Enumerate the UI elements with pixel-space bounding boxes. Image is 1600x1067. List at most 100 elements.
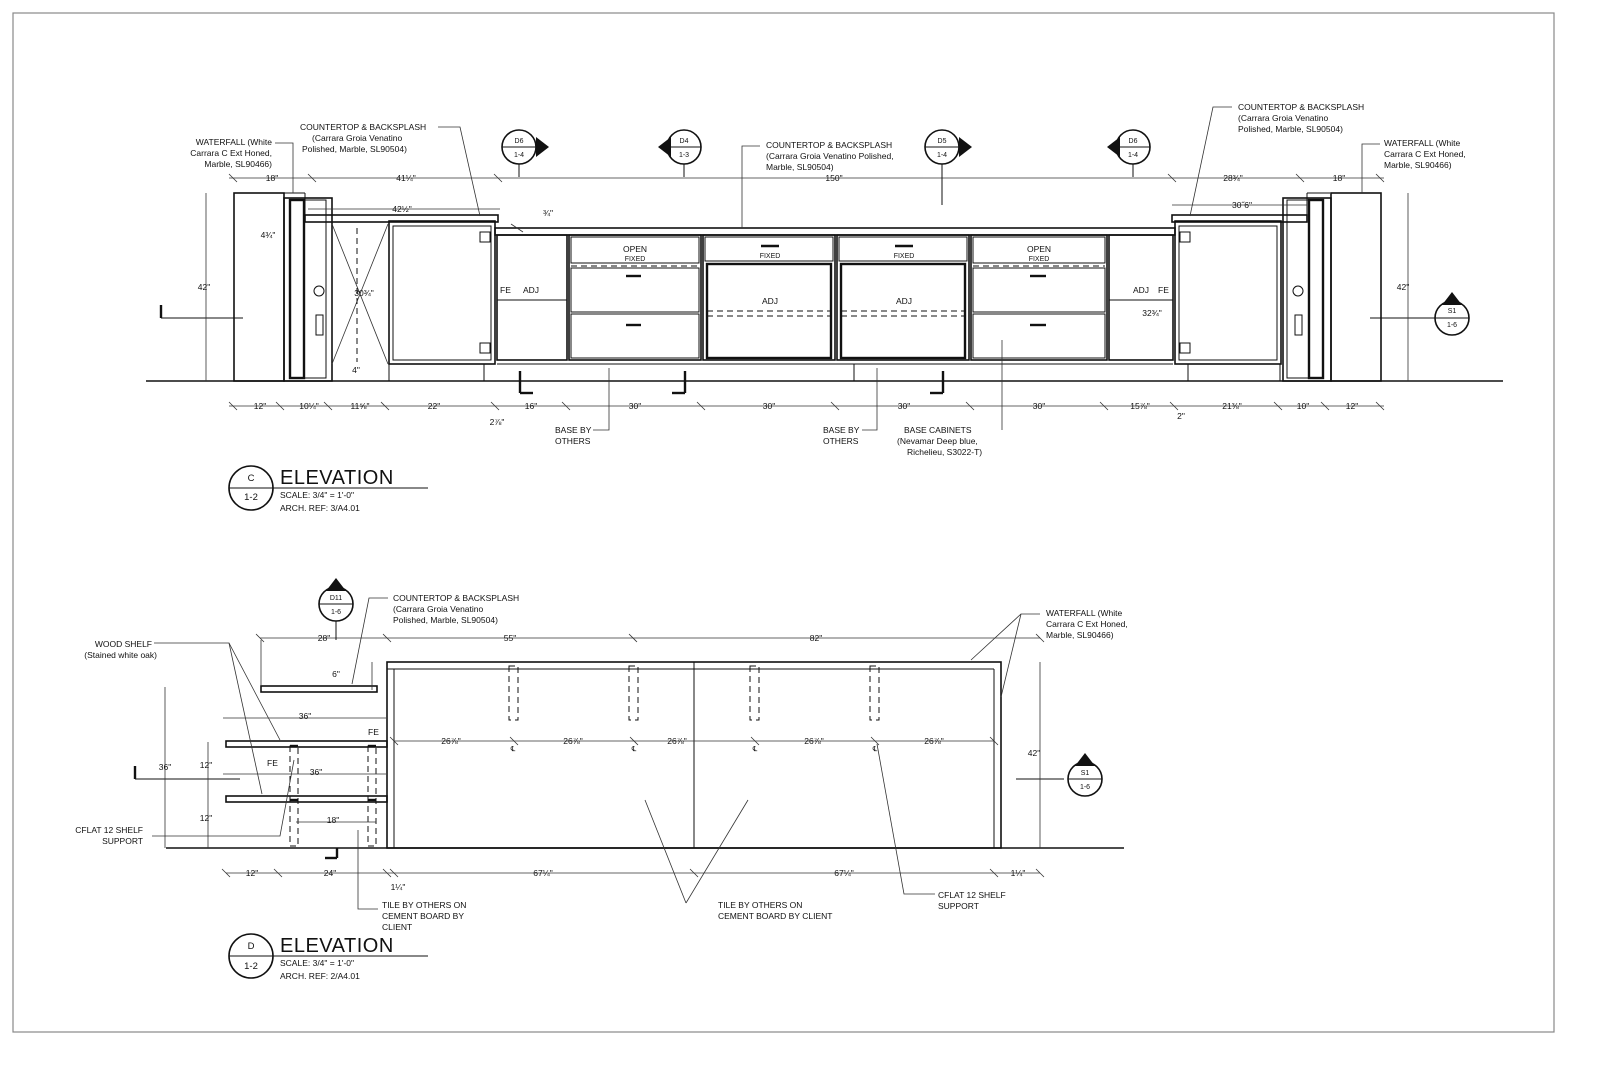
centerline-1: ℄ [510,746,516,753]
note-countertop-left-line1: COUNTERTOP & BACKSPLASH [300,122,426,132]
section-tag-d4: D4 1-3 [658,129,702,177]
note-countertop-right-line2: (Carrara Groia Venatino [1238,113,1329,123]
title-block-d: D 1-2 ELEVATION SCALE: 3/4" = 1'-0" ARCH… [228,933,428,981]
note-countertop-center-line2: (Carrara Groia Venatino Polished, [766,151,894,161]
dim-top-28: 28¾" [1223,173,1243,183]
dim-bottom-2: 11⅝" [351,401,370,411]
dim-bottom-4: 16" [525,401,537,411]
note-countertop-center: COUNTERTOP & BACKSPLASH (Carrara Groia V… [766,140,894,172]
note-waterfall-right-line3: Marble, SL90466) [1384,160,1452,170]
centerline-4: ℄ [872,746,878,753]
elevation-c-drawing [146,106,1503,431]
note-base-by-others-1-line2: OTHERS [555,436,591,446]
centerline-3: ℄ [752,746,758,753]
section-tag-s1-d-bottom: 1-6 [1080,784,1090,791]
dim-d-36b: 36" [310,767,322,777]
title-d-tag-bottom: 1-2 [244,961,258,972]
dim-bottom-5: 30" [629,401,641,411]
section-tag-d6-2-bottom: 1-4 [1128,152,1138,159]
dim-bottom-6: 30" [763,401,775,411]
section-tag-d4-bottom: 1-3 [679,152,689,159]
section-tag-s1-c-top: S1 [1448,308,1457,315]
section-tag-d11-top: D11 [330,595,342,602]
label-fixed-1: FIXED [625,256,646,263]
section-tag-d5-bottom: 1-4 [937,152,947,159]
note-countertop-left: COUNTERTOP & BACKSPLASH (Carrara Groia V… [300,122,426,154]
note-waterfall-right-line2: Carrara C Ext Honed, [1384,149,1466,159]
note-tile-center-line2: CEMENT BOARD BY CLIENT [718,911,832,921]
note-wood-shelf-line1: WOOD SHELF [95,639,152,649]
note-waterfall-right: WATERFALL (White Carrara C Ext Honed, Ma… [1384,138,1466,170]
dim-bottom-10: 21⅜" [1222,401,1242,411]
note-waterfall-left-line3: Marble, SL90466) [204,159,272,169]
dim-d-b67a: 67¼" [533,868,553,878]
note-base-cabinets-line2: (Nevamar Deep blue, [897,436,978,446]
dim-h42r: 42" [1397,282,1409,292]
note-countertop-right-line3: Polished, Marble, SL90504) [1238,124,1343,134]
note-countertop-right: COUNTERTOP & BACKSPLASH (Carrara Groia V… [1238,102,1364,134]
dim-d-36a: 36" [299,711,311,721]
dim-d-seg2: 26⅞" [563,736,583,746]
section-tag-d5-top: D5 [938,138,947,145]
dim-top-18l: 18" [266,173,278,183]
note-countertop-left-line3: Polished, Marble, SL90504) [302,144,407,154]
dim-d-28: 28" [318,633,330,643]
dim-top-41: 41¼" [396,173,416,183]
label-fe-1: FE [500,285,511,295]
note-countertop-center-line1: COUNTERTOP & BACKSPLASH [766,140,892,150]
dim-bottom-7: 30" [898,401,910,411]
section-tag-d6-1-bottom: 1-4 [514,152,524,159]
note-countertop-center-line3: Marble, SL90504) [766,162,834,172]
note-cflat-right-line1: CFLAT 12 SHELF [938,890,1006,900]
note-base-by-others-2-line2: OTHERS [823,436,859,446]
dim-d-seg1: 26⅞" [441,736,461,746]
label-open-2: OPEN [1027,244,1051,254]
dim-h4b: 4" [352,365,360,375]
label-fixed-3: FIXED [894,253,915,260]
title-d-tag-top: D [248,941,255,952]
section-tag-d4-top: D4 [680,138,689,145]
dim-d-h12a: 12" [200,760,212,770]
notes-d: COUNTERTOP & BACKSPLASH (Carrara Groia V… [75,593,1127,932]
note-countertop-right-line1: COUNTERTOP & BACKSPLASH [1238,102,1364,112]
section-tag-d11: D11 1-6 [318,578,354,640]
dim-bottom-11: 10" [1297,401,1309,411]
dim-top-42: 42½" [392,204,412,214]
note-tile-center-line1: TILE BY OTHERS ON [718,900,802,910]
note-base-cabinets: BASE CABINETS (Nevamar Deep blue, Richel… [897,425,982,457]
note-wood-shelf-line2: (Stained white oak) [84,650,157,660]
dim-d-b14r: 1¼" [1011,868,1026,878]
note-cflat-right-line2: SUPPORT [938,901,979,911]
note-countertop-d-line3: Polished, Marble, SL90504) [393,615,498,625]
dim-h32: 32¾" [1142,308,1162,318]
note-waterfall-d-line1: WATERFALL (White [1046,608,1122,618]
dimensions-d: 28" 55" 82" 6" 36" 36" 36" 12" 12" 18" 4… [159,633,1040,892]
note-countertop-d-line2: (Carrara Groia Venatino [393,604,484,614]
dim-h30: 30¾" [354,288,374,298]
note-tile-left-line1: TILE BY OTHERS ON [382,900,466,910]
section-tag-s1-d-top: S1 [1081,770,1090,777]
note-waterfall-left: WATERFALL (White Carrara C Ext Honed, Ma… [190,137,272,169]
section-tag-d6-2: D6 1-4 [1107,129,1151,177]
note-tile-left-line3: CLIENT [382,922,412,932]
section-tag-s1-c-bottom: 1-6 [1447,322,1457,329]
dim-d-b114: 1¼" [391,882,406,892]
note-waterfall-left-line2: Carrara C Ext Honed, [190,148,272,158]
dim-bottom-3: 22" [428,401,440,411]
section-tag-d6-1: D6 1-4 [501,129,549,177]
dim-bottom-0: 12" [254,401,266,411]
dim-d-b12: 12" [246,868,258,878]
note-base-cabinets-line1: BASE CABINETS [904,425,972,435]
note-tile-left-line2: CEMENT BOARD BY [382,911,464,921]
note-base-by-others-1: BASE BY OTHERS [555,425,592,446]
label-adj-1: ADJ [523,285,539,295]
elevation-d-drawing [133,597,1124,910]
dim-h42l: 42" [198,282,210,292]
title-d-scale: SCALE: 3/4" = 1'-0" [280,958,354,968]
dim-h4: 4¾" [261,230,276,240]
dim-d-h36: 36" [159,762,171,772]
note-countertop-left-line2: (Carrara Groia Venatino [312,133,403,143]
title-c-scale: SCALE: 3/4" = 1'-0" [280,490,354,500]
dim-d-b67b: 67¼" [834,868,854,878]
